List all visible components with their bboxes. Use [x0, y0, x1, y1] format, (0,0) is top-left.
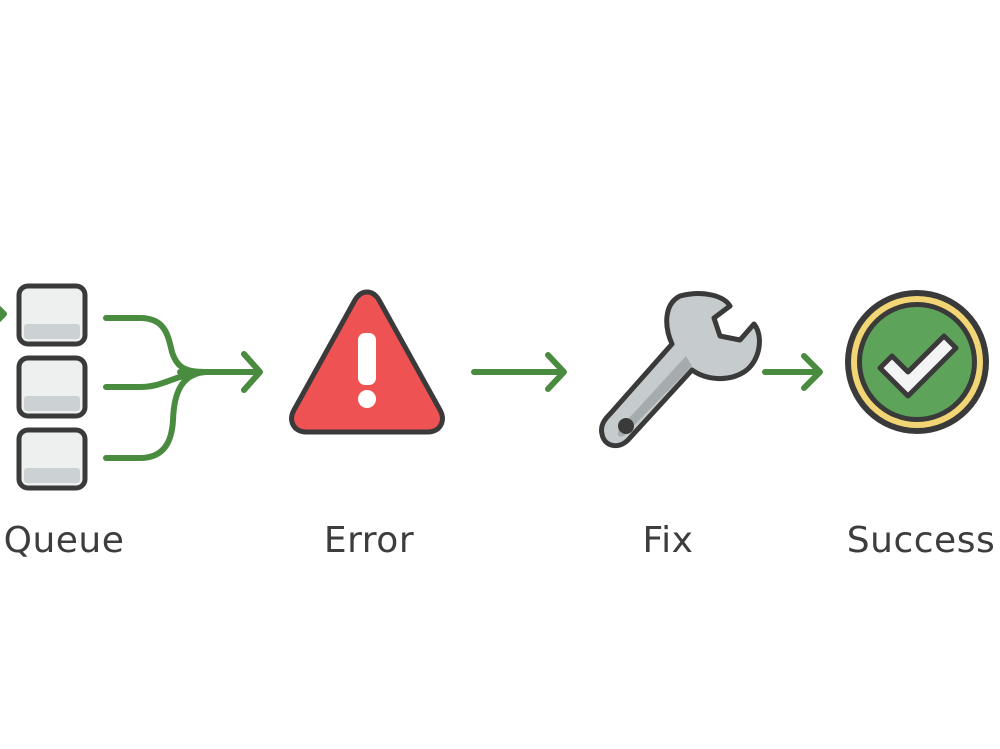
incoming-arrow-fragment: [0, 305, 7, 323]
step-label-error: Error: [323, 520, 415, 561]
step-label-fix: Fix: [642, 520, 694, 561]
wrench-hole: [618, 418, 634, 434]
queue-box-1: [16, 283, 88, 347]
step-label-queue: Queue: [3, 520, 125, 561]
arrow-icon: [471, 352, 567, 392]
queue-box-3: [16, 427, 88, 491]
wrench-icon: [599, 291, 762, 449]
exclamation-bar: [358, 333, 376, 385]
step-label-success: Success: [846, 520, 996, 561]
check-circle-icon: [845, 290, 989, 434]
arrow-icon: [762, 353, 823, 391]
stacked-boxes-icon: [16, 283, 88, 491]
warning-triangle-icon: [289, 289, 445, 435]
queue-box-2: [16, 355, 88, 419]
exclamation-dot: [358, 390, 376, 408]
merge-arrow-icon: [103, 315, 263, 461]
